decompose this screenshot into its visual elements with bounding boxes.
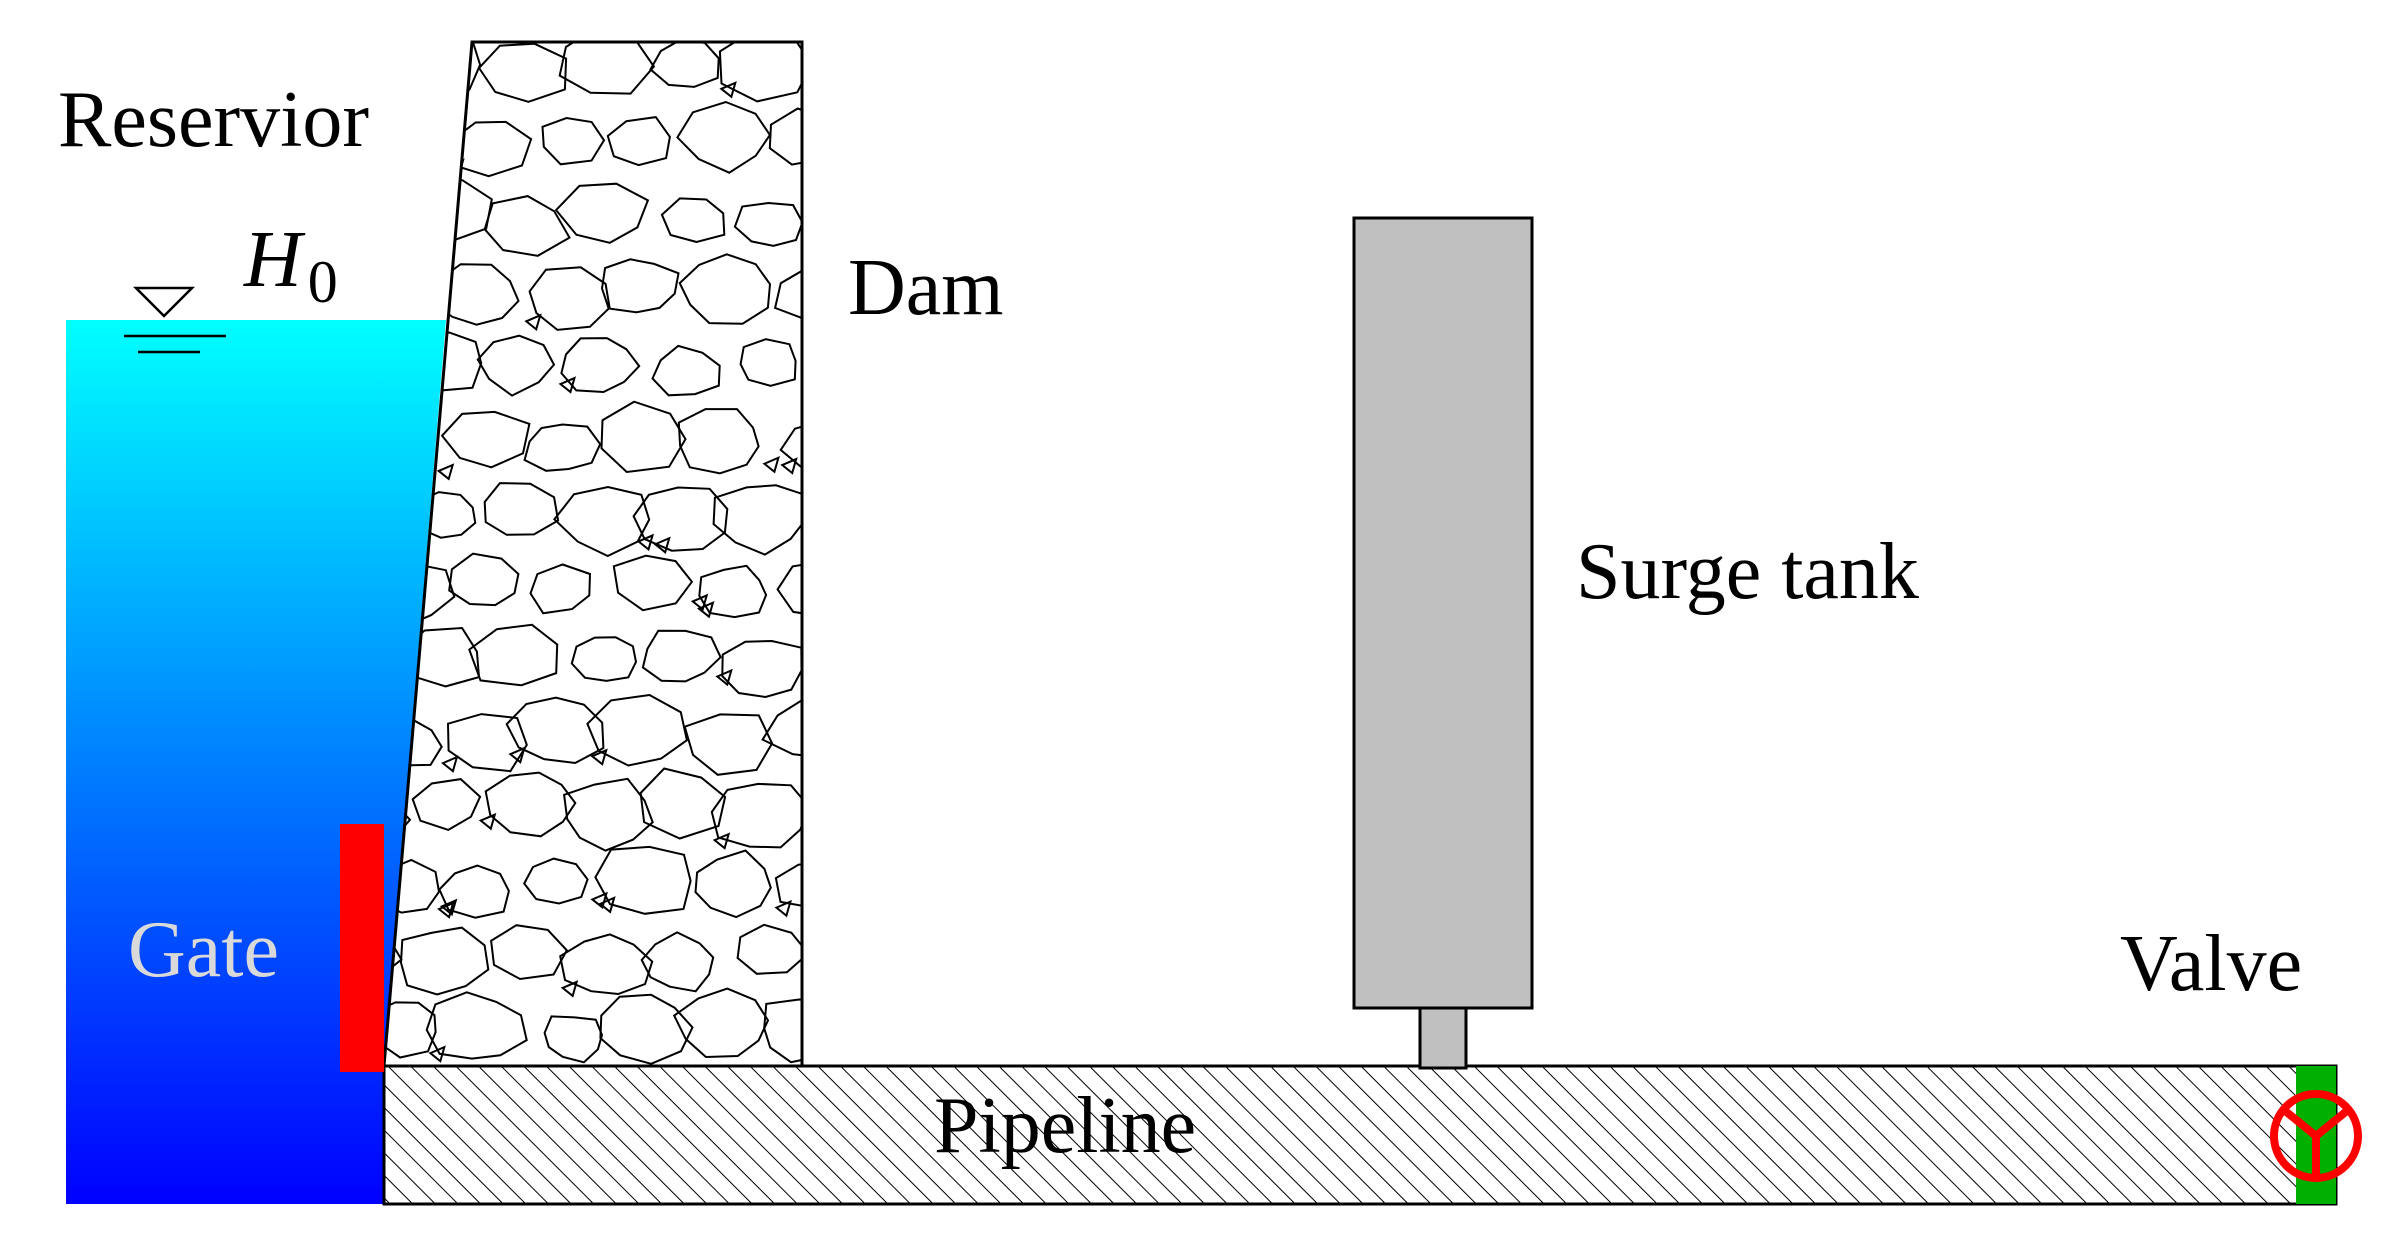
gate xyxy=(340,824,384,1072)
inverted-triangle-water-level-icon xyxy=(124,286,226,354)
valve-circle-icon xyxy=(2270,1090,2362,1182)
reservoir-label: Reservior xyxy=(58,76,369,164)
dam xyxy=(382,40,804,1067)
valve-label: Valve xyxy=(2120,920,2302,1008)
dam-label: Dam xyxy=(848,244,1004,332)
head-subscript: 0 xyxy=(308,249,338,315)
valve xyxy=(2270,1066,2362,1204)
gate-label: Gate xyxy=(128,906,279,994)
pipeline xyxy=(382,1064,2338,1206)
surge-tank xyxy=(1352,216,1534,1070)
surge-tank-label: Surge tank xyxy=(1576,528,1919,616)
pipeline-label: Pipeline xyxy=(934,1082,1196,1170)
